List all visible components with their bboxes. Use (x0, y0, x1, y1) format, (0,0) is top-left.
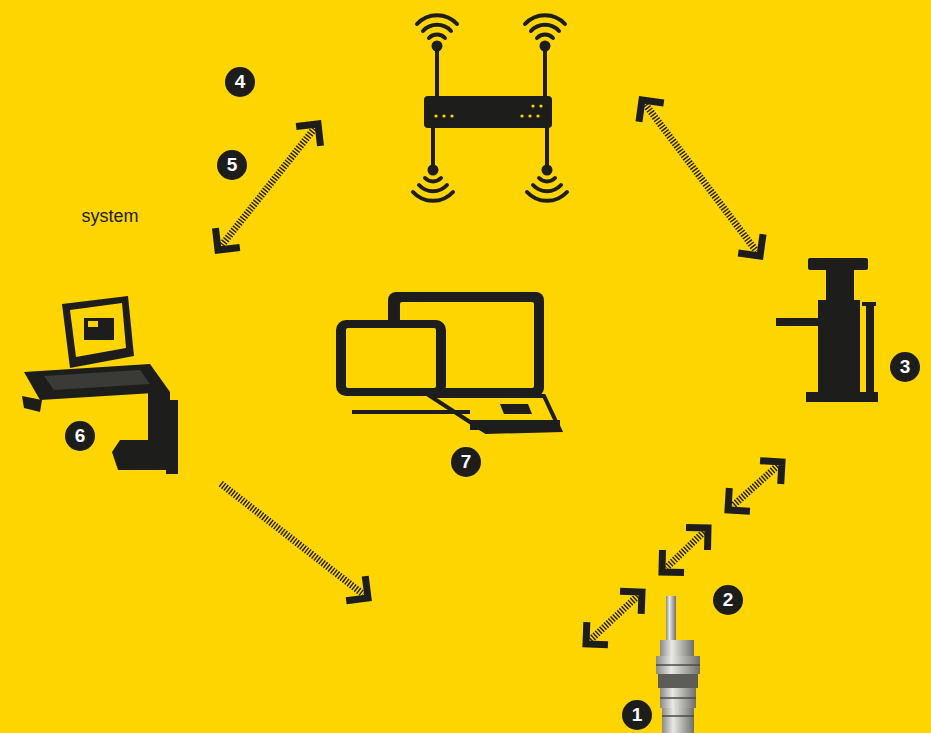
callout-number: 2 (713, 585, 743, 615)
arrow-head (346, 576, 368, 601)
arrow-head (586, 622, 608, 645)
tool-spindle-icon (656, 596, 700, 733)
hatched-arrow (221, 484, 364, 595)
hatched-arrow (646, 105, 757, 251)
arrow-head (620, 591, 642, 614)
callout-number: 7 (451, 447, 481, 477)
hatched-arrow (666, 532, 703, 568)
arrow-head (639, 100, 664, 122)
arrow-head (296, 124, 320, 146)
arrow-head (662, 550, 684, 572)
router-icon (413, 15, 567, 201)
callout-number: 6 (65, 421, 95, 451)
hatched-arrow (732, 466, 777, 506)
workstation-icon (22, 296, 178, 474)
arrow-head (215, 228, 239, 250)
tool-station-icon (776, 258, 878, 402)
callout-number: 5 (217, 150, 247, 180)
arrow-head (738, 234, 763, 256)
arrow-head (728, 488, 750, 511)
arrow-head (760, 461, 782, 484)
hatched-arrow (222, 129, 315, 246)
arrow-head (686, 528, 708, 550)
callout-number: 4 (225, 67, 255, 97)
callout-number: 3 (890, 352, 920, 382)
laptop-tablet-icon (336, 292, 560, 432)
callout-number: 1 (622, 700, 652, 730)
hatched-arrow (590, 596, 637, 640)
text-label: system (81, 206, 138, 227)
